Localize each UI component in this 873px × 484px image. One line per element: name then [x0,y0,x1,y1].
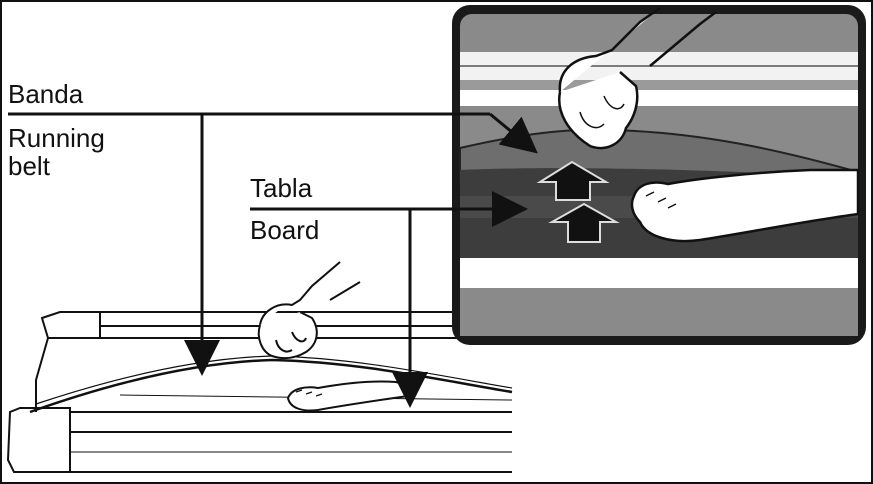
up-arrow-icon [536,160,620,243]
hand-icon [558,6,717,150]
label-board: Board [250,215,320,245]
hand-icon [257,261,361,360]
foot-icon [286,380,412,412]
label-running-belt: Running belt [8,123,105,181]
treadmill-deck [6,311,513,473]
label-tabla: Tabla [250,173,313,203]
foot-icon [630,168,860,243]
label-banda: Banda [8,79,84,109]
leader-lines [8,112,538,408]
